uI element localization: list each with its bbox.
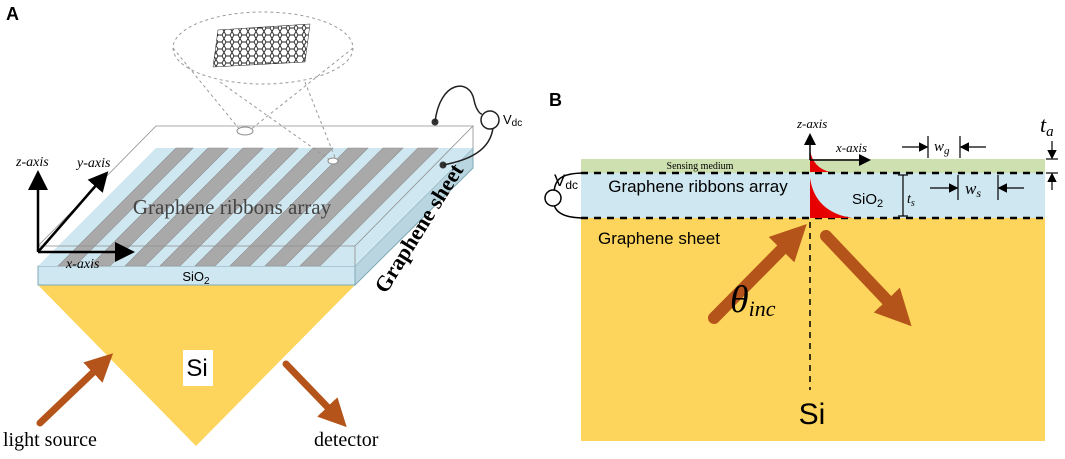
- ribbon: [124, 147, 264, 267]
- circuit-wire-b: [553, 203, 586, 219]
- sio2-subscript: 2: [204, 276, 210, 287]
- ribbon: [264, 147, 404, 267]
- x-axis-label: x-axis: [65, 257, 100, 272]
- si-label-box: [183, 350, 213, 386]
- circuit-wire-b: [553, 172, 586, 193]
- ribbon: [194, 147, 334, 267]
- si-substrate: [581, 218, 1045, 441]
- sio2-subscript-b: 2: [877, 198, 883, 210]
- evanescent-field-upper: [810, 150, 830, 172]
- si-label-b: Si: [799, 398, 826, 431]
- reflected-arrow: [282, 360, 347, 428]
- sio2-text-b: SiO: [852, 191, 877, 208]
- evanescent-field-lower: [810, 178, 852, 218]
- ts-label: ts: [907, 192, 915, 209]
- circuit-wire: [442, 127, 494, 166]
- ws-label: ws: [965, 179, 981, 200]
- zoom-spot: [327, 157, 339, 165]
- wg-text: w: [934, 139, 944, 155]
- panel-b: B θinc Si Sensing medium Graphene ribbon…: [544, 90, 1058, 441]
- x-axis-label-b: x-axis: [835, 140, 867, 155]
- graphene-lattice: [212, 23, 311, 68]
- zoom-line: [304, 81, 337, 161]
- theta-symbol: θ: [730, 279, 749, 321]
- wg-subscript: g: [944, 145, 950, 157]
- vdc-text: V: [503, 112, 512, 127]
- z-axis-label-b: z-axis: [796, 116, 827, 131]
- vdc-label: Vdc: [503, 112, 522, 129]
- ribbon: [89, 147, 229, 267]
- sensing-medium-label: Sensing medium: [667, 161, 734, 172]
- ws-text: w: [965, 179, 977, 198]
- ribbon: [57, 147, 194, 267]
- voltage-source-icon: [480, 110, 500, 130]
- ribbon: [159, 147, 299, 267]
- sio2-label: SiO2: [182, 269, 210, 287]
- detector-label: detector: [314, 429, 379, 451]
- ws-subscript: s: [976, 186, 981, 200]
- ribbon-array: [57, 147, 439, 267]
- panel-a-letter: A: [6, 4, 19, 24]
- ts-subscript: s: [911, 198, 915, 209]
- ts-text: t: [907, 192, 912, 207]
- ribbons-label-b: Graphene ribbons array: [608, 177, 788, 196]
- incident-arrow: [36, 353, 114, 427]
- vdc-subscript: dc: [512, 118, 523, 129]
- reflected-arrow-b: [820, 230, 912, 327]
- zoom-spot: [236, 126, 254, 136]
- ta-subscript: a: [1046, 124, 1054, 140]
- ta-text: t: [1040, 112, 1047, 137]
- voltage-source-icon-b: [544, 189, 562, 207]
- theta-subscript: inc: [749, 296, 776, 321]
- panel-a: A Si light source detector: [3, 4, 522, 451]
- ta-label: ta: [1040, 112, 1054, 140]
- vdc-subscript-b: dc: [565, 178, 578, 192]
- si-label: Si: [186, 355, 207, 382]
- ribbon: [299, 147, 439, 267]
- ribbon: [229, 147, 369, 267]
- y-axis-label: y-axis: [75, 156, 111, 171]
- zoom-line: [219, 81, 331, 161]
- light-source-label: light source: [3, 429, 97, 451]
- theta-label: θinc: [730, 279, 776, 321]
- wg-label: wg: [934, 139, 950, 157]
- sio2-text: SiO: [182, 269, 204, 284]
- zoom-line: [249, 47, 354, 131]
- vdc-text-b: V: [554, 171, 566, 190]
- y-axis-arrow: [37, 171, 109, 253]
- sio2-label-b: SiO2: [852, 191, 883, 210]
- panel-b-letter: B: [549, 90, 562, 110]
- ribbons-label: Graphene ribbons array: [133, 195, 332, 219]
- z-axis-label: z-axis: [15, 155, 49, 170]
- circuit-wire: [434, 85, 483, 123]
- incident-arrow-b: [708, 224, 807, 324]
- graphene-sheet-label-b: Graphene sheet: [598, 229, 720, 248]
